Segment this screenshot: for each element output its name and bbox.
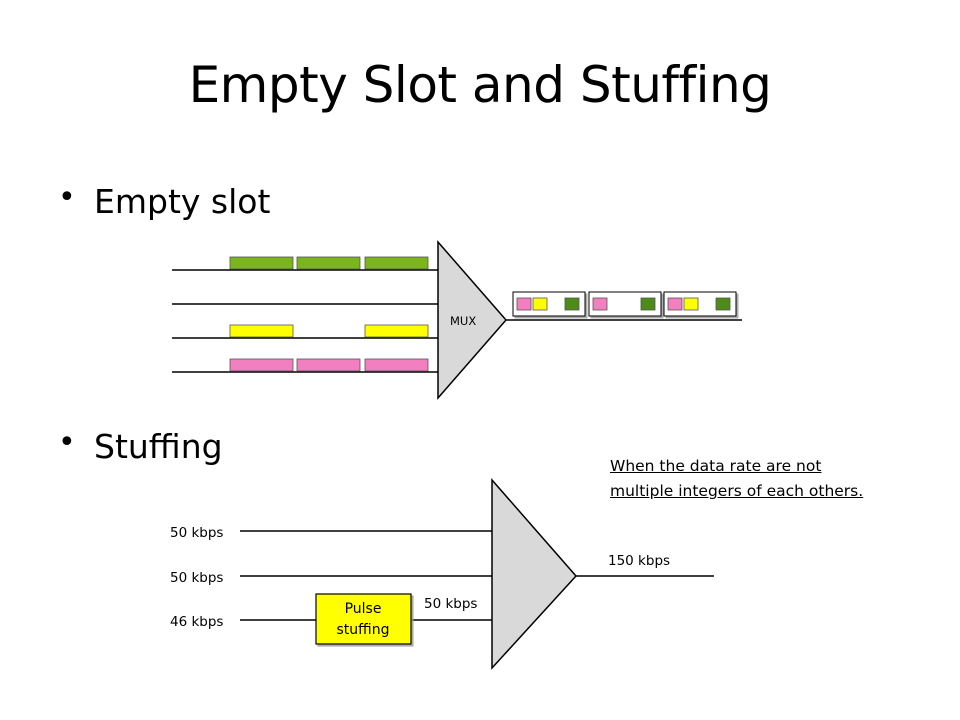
pulse-stuffing-label-2: stuffing (337, 622, 390, 638)
frame-slot-yellow (532, 297, 548, 311)
bullet-text: Empty slot (94, 182, 271, 221)
frame-slot-dark_green (640, 297, 656, 311)
rate-label-2: 50 kbps (170, 570, 223, 586)
frame-slot-dark_green (564, 297, 580, 311)
stuffed-rate-label: 50 kbps (424, 596, 477, 612)
bullet-dot-icon: • (58, 180, 76, 215)
mux-label: MUX (450, 314, 476, 328)
pulse-stuffing-box (315, 593, 412, 645)
frame-slot-pink (516, 297, 532, 311)
rate-label-1: 50 kbps (170, 525, 223, 541)
slot-pink (296, 358, 361, 372)
bullet-text: Stuffing (94, 427, 223, 466)
output-frame (588, 291, 662, 317)
mux-triangle-stuffing (491, 478, 578, 670)
frame-slot-pink (592, 297, 608, 311)
rate-label-3: 46 kbps (170, 614, 223, 630)
slot-yellow (364, 324, 429, 338)
output-frame (663, 291, 737, 317)
slot-green (229, 256, 294, 270)
output-frame (512, 291, 586, 317)
pulse-stuffing-label-1: Pulse (345, 601, 382, 617)
slot-green (296, 256, 361, 270)
slot-green (364, 256, 429, 270)
bullet-dot-icon: • (58, 425, 76, 460)
frame-slot-pink (667, 297, 683, 311)
slot-pink (229, 358, 294, 372)
slot-pink (364, 358, 429, 372)
note-line-1: When the data rate are not (610, 457, 822, 475)
note-line-2: multiple integers of each others. (610, 482, 864, 500)
page-title: Empty Slot and Stuffing (188, 56, 772, 114)
mux-triangle (437, 239, 507, 401)
output-rate-label: 150 kbps (608, 553, 670, 569)
note-text: When the data rate are not multiple inte… (610, 454, 863, 504)
frame-slot-dark_green (715, 297, 731, 311)
frame-slot-yellow (683, 297, 699, 311)
slot-yellow (229, 324, 294, 338)
